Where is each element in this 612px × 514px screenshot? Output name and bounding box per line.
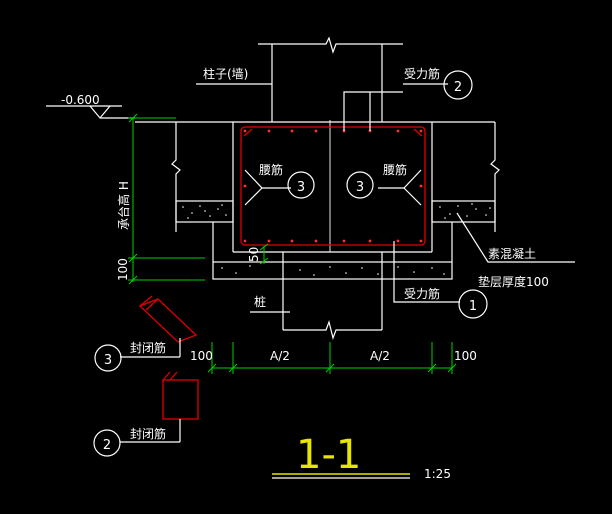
scale-label: 1:25	[424, 467, 451, 481]
svg-text:封闭筋: 封闭筋	[130, 340, 166, 355]
elevation-mark: -0.600	[46, 93, 135, 119]
section-title: 1-1 1:25	[272, 432, 451, 481]
dim-100-left: 100	[190, 349, 213, 363]
column-label: 柱子(墙)	[203, 66, 248, 81]
svg-text:3: 3	[104, 353, 112, 368]
pile-cap-outline	[135, 121, 500, 253]
side-cushion-right	[431, 200, 496, 223]
main-rebar-top-label: 受力筋	[404, 66, 440, 81]
main-rebar-bottom-label: 受力筋	[404, 286, 440, 301]
side-cushion-left	[175, 200, 234, 223]
pile-label: 桩	[254, 294, 266, 309]
waist-rebar-left-label: 腰筋	[259, 162, 283, 177]
dim-100-right: 100	[454, 349, 477, 363]
dim-half-a-right: A/2	[370, 349, 390, 363]
dim-half-a-left: A/2	[270, 349, 290, 363]
bottom-dimension: 100 A/2 A/2 100	[190, 342, 477, 374]
dim-50: 50	[247, 243, 269, 265]
leader-lines	[196, 83, 575, 313]
callout-3-left: 3	[287, 171, 315, 199]
svg-text:2: 2	[103, 438, 111, 453]
svg-text:-0.600: -0.600	[61, 93, 100, 107]
legend-closing-rebar-2: 2 封闭筋	[93, 371, 199, 457]
cap-height-label: 承台高 H	[116, 181, 131, 230]
svg-text:3: 3	[297, 180, 305, 195]
cushion-thickness-label: 垫层厚度100	[478, 274, 549, 289]
callout-2-top: 2	[443, 70, 473, 100]
plain-concrete-label: 素混凝土	[488, 246, 536, 261]
callout-3-right: 3	[346, 171, 374, 199]
callout-1-bottom: 1	[458, 289, 488, 319]
bottom-cushion	[212, 261, 453, 280]
svg-text:50: 50	[247, 247, 261, 262]
waist-rebar-right-label: 腰筋	[383, 162, 407, 177]
cap-height-dimension: 承台高 H 100	[116, 113, 205, 285]
pile	[282, 252, 383, 341]
svg-text:1-1: 1-1	[296, 432, 361, 478]
svg-text:封闭筋: 封闭筋	[130, 426, 166, 441]
svg-text:1: 1	[469, 299, 477, 314]
rebar-cage	[240, 126, 426, 246]
legend-closing-rebar-3: 3 封闭筋	[94, 295, 198, 372]
dim-100-vertical: 100	[116, 258, 130, 281]
svg-text:3: 3	[356, 180, 364, 195]
column	[258, 36, 403, 122]
svg-text:2: 2	[454, 80, 462, 95]
